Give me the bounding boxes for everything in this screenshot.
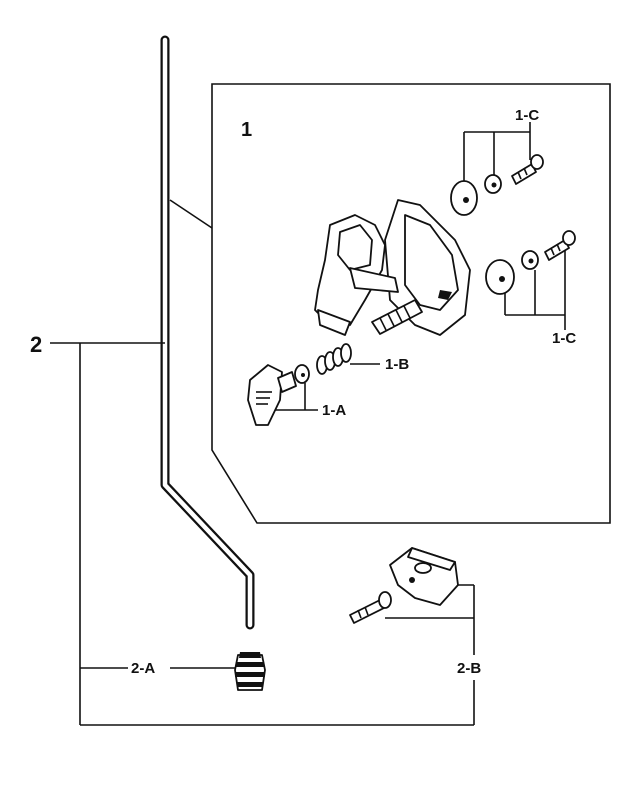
callout-1c-top: 1-C — [515, 107, 539, 124]
callout-2: 2 — [30, 332, 42, 357]
screw-1c-top — [511, 154, 544, 185]
callout-1b: 1-B — [385, 356, 409, 373]
threaded-stud — [371, 299, 423, 335]
knob-1a — [247, 364, 297, 426]
washer-1c-top — [450, 180, 478, 216]
spring-1b — [316, 343, 352, 375]
callout-2b: 2-B — [457, 660, 481, 677]
assembly-1-frame — [211, 83, 611, 524]
callout-1a: 1-A — [322, 402, 346, 419]
callout-1: 1 — [241, 119, 252, 141]
rod-connector-line — [169, 199, 213, 229]
rod-clip-2b — [389, 547, 459, 606]
callout-1c-bottom: 1-C — [552, 330, 576, 347]
grommet-2a — [234, 652, 266, 691]
clip-screw-2b — [349, 591, 392, 624]
nut-1c-top — [484, 174, 502, 194]
screw-1c-bottom — [544, 230, 576, 261]
latch-body — [314, 199, 471, 336]
washer-1b — [294, 364, 310, 384]
bent-rod — [160, 35, 255, 630]
nut-1c-bottom — [521, 250, 539, 270]
washer-1c-bottom — [485, 259, 515, 295]
callout-2a: 2-A — [131, 660, 155, 677]
